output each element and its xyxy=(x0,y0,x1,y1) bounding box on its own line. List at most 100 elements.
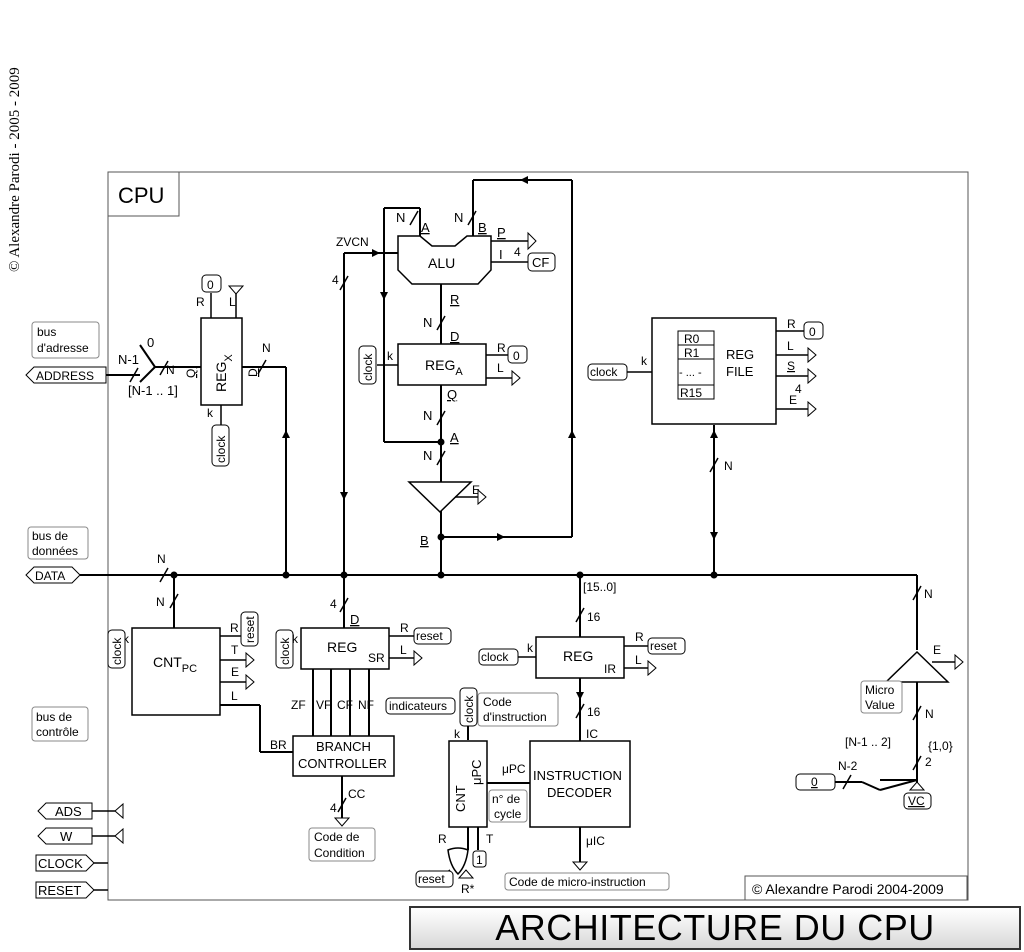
svg-text:k: k xyxy=(292,632,299,646)
svg-text:CNT: CNT xyxy=(453,785,468,812)
reg-x-clock xyxy=(211,424,230,467)
svg-text:k: k xyxy=(123,632,130,646)
svg-text:R: R xyxy=(787,317,796,331)
svg-text:N: N xyxy=(423,408,432,423)
svg-text:S: S xyxy=(787,359,795,373)
zvcn-label: ZVCN xyxy=(336,235,369,249)
svg-text:μPC: μPC xyxy=(502,762,526,776)
svg-text:N: N xyxy=(423,315,432,330)
alu-label: ALU xyxy=(428,255,455,271)
svg-text:n° de: n° de xyxy=(492,792,520,806)
svg-text:L: L xyxy=(497,361,504,375)
svg-text:R: R xyxy=(400,621,409,635)
copyright-text: © Alexandre Parodi 2004-2009 xyxy=(752,881,944,897)
data-port[interactable] xyxy=(25,566,81,584)
svg-text:R: R xyxy=(497,341,506,355)
micro-value-box xyxy=(860,680,903,714)
svg-text:R: R xyxy=(196,295,205,309)
svg-text:[15..0]: [15..0] xyxy=(583,580,616,594)
reg-ir-block xyxy=(535,636,625,679)
svg-text:4: 4 xyxy=(795,382,802,396)
n-cycle-box xyxy=(488,789,528,823)
svg-text:CC: CC xyxy=(348,787,366,801)
cnt-pc-clock xyxy=(107,629,126,669)
alu-p: P xyxy=(497,225,506,240)
svg-text:CONTROLLER: CONTROLLER xyxy=(298,756,387,771)
instruction-decoder-block xyxy=(529,740,631,828)
svg-text:Q: Q xyxy=(184,369,198,378)
cpu-title-box xyxy=(107,171,180,217)
svg-text:[N-1 .. 1]: [N-1 .. 1] xyxy=(128,383,178,398)
address-port[interactable] xyxy=(25,366,107,384)
svg-text:clock: clock xyxy=(481,650,509,664)
svg-text:R: R xyxy=(635,630,644,644)
svg-text:L: L xyxy=(231,689,238,703)
svg-text:données: données xyxy=(32,544,78,558)
svg-text:clock: clock xyxy=(214,435,228,463)
svg-text:Code: Code xyxy=(483,695,512,709)
svg-text:VC: VC xyxy=(908,794,925,808)
svg-text:[N-1 .. 2]: [N-1 .. 2] xyxy=(845,735,891,749)
svg-text:N: N xyxy=(925,707,934,721)
svg-text:R*: R* xyxy=(461,882,475,896)
svg-text:k: k xyxy=(454,727,461,741)
svg-text:k: k xyxy=(387,349,394,363)
svg-text:reset: reset xyxy=(418,872,445,886)
svg-text:0: 0 xyxy=(513,349,520,363)
bus-donnees-box xyxy=(27,526,89,560)
reg-a-label: REGA xyxy=(425,357,463,378)
svg-text:E: E xyxy=(472,483,480,497)
svg-text:k: k xyxy=(527,641,534,655)
svg-text:4: 4 xyxy=(332,273,339,287)
reset-port[interactable] xyxy=(35,881,95,899)
svg-text:2: 2 xyxy=(925,755,932,769)
indicateurs-box xyxy=(385,697,456,715)
reg-x-label: REGX xyxy=(213,354,235,392)
svg-text:E: E xyxy=(231,665,239,679)
svg-text:Code de micro-instruction: Code de micro-instruction xyxy=(509,875,646,889)
svg-text:clock: clock xyxy=(462,695,476,723)
code-condition-box xyxy=(308,827,376,862)
reg-file-clock xyxy=(587,363,628,381)
svg-text:μPC: μPC xyxy=(469,759,484,785)
svg-text:IC: IC xyxy=(586,727,598,741)
svg-text:N: N xyxy=(166,363,175,377)
svg-text:contrôle: contrôle xyxy=(36,725,79,739)
svg-text:k: k xyxy=(207,406,214,420)
svg-text:Micro: Micro xyxy=(865,683,895,697)
svg-text:reset: reset xyxy=(243,616,257,643)
bus-controle-box xyxy=(31,706,89,742)
svg-text:bus de: bus de xyxy=(36,710,72,724)
svg-text:T: T xyxy=(486,832,494,846)
svg-text:0: 0 xyxy=(207,278,214,292)
svg-text:NF: NF xyxy=(358,698,374,712)
svg-text:E: E xyxy=(789,393,797,407)
alu-4: 4 xyxy=(514,245,521,259)
svg-text:N-1: N-1 xyxy=(118,352,139,367)
svg-text:BR: BR xyxy=(270,738,287,752)
micro-value-buffer xyxy=(884,650,950,683)
banner-title: ARCHITECTURE DU CPU xyxy=(495,907,935,948)
svg-text:clock: clock xyxy=(361,353,375,381)
svg-text:N: N xyxy=(157,552,166,566)
svg-text:ADS: ADS xyxy=(55,804,82,819)
svg-text:L: L xyxy=(787,339,794,353)
svg-text:- ... -: - ... - xyxy=(679,367,702,379)
architecture-banner: ARCHITECTURE DU CPU xyxy=(409,906,1021,950)
reg-sr-clock xyxy=(275,629,294,669)
svg-text:R15: R15 xyxy=(680,386,702,400)
svg-text:CLOCK: CLOCK xyxy=(38,856,83,871)
svg-text:CF: CF xyxy=(532,255,549,270)
svg-text:N-2: N-2 xyxy=(838,759,858,773)
code-instruction-box xyxy=(477,692,559,727)
svg-text:Value: Value xyxy=(865,698,895,712)
vc-box xyxy=(903,792,932,810)
reg-a-clock xyxy=(358,345,377,385)
svg-text:D: D xyxy=(246,368,260,377)
svg-text:L: L xyxy=(400,643,407,657)
svg-text:N: N xyxy=(262,341,271,355)
svg-text:16: 16 xyxy=(587,610,601,624)
svg-text:CF: CF xyxy=(337,698,353,712)
svg-text:1: 1 xyxy=(476,853,483,867)
clock-port[interactable] xyxy=(35,854,95,872)
